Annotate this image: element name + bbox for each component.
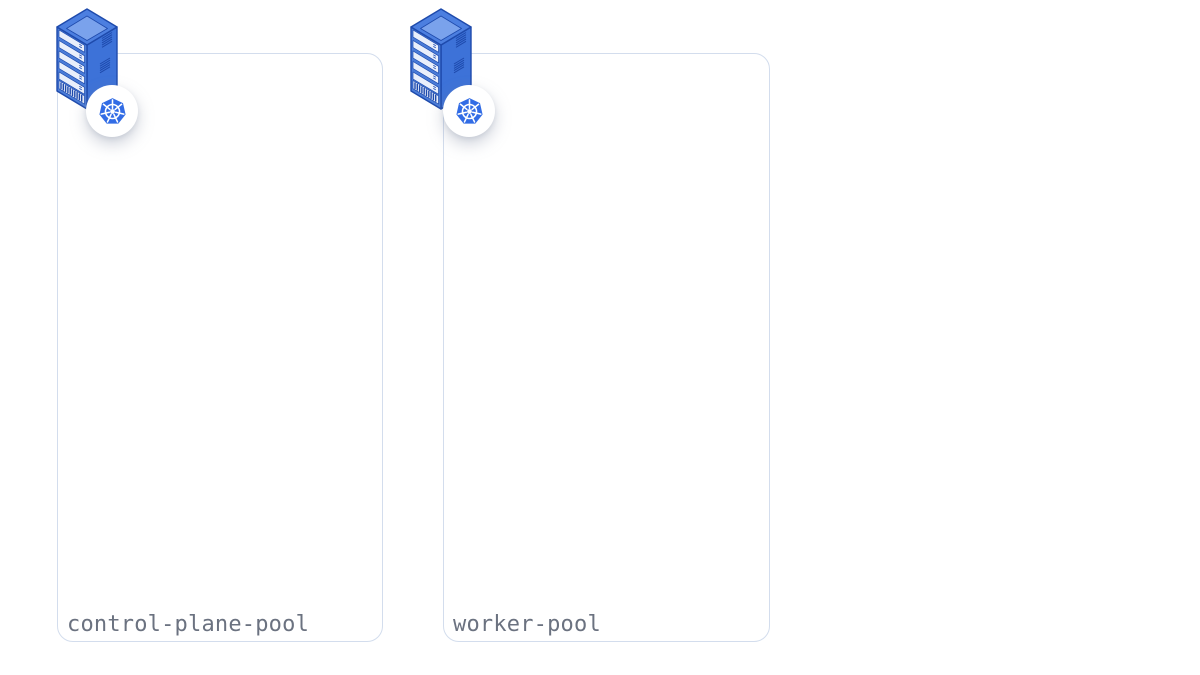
pool-name-label: worker-pool (453, 612, 601, 637)
server-node-control-plane (55, 7, 145, 152)
kubernetes-badge (86, 85, 138, 137)
pool-name-label: control-plane-pool (67, 612, 310, 637)
kubernetes-icon (455, 96, 483, 124)
kubernetes-badge (443, 85, 495, 137)
pool-card-worker: worker-pool (443, 53, 770, 642)
pool-card-control-plane: control-plane-pool (57, 53, 383, 642)
kubernetes-icon (98, 96, 126, 124)
server-node-worker (409, 7, 499, 152)
